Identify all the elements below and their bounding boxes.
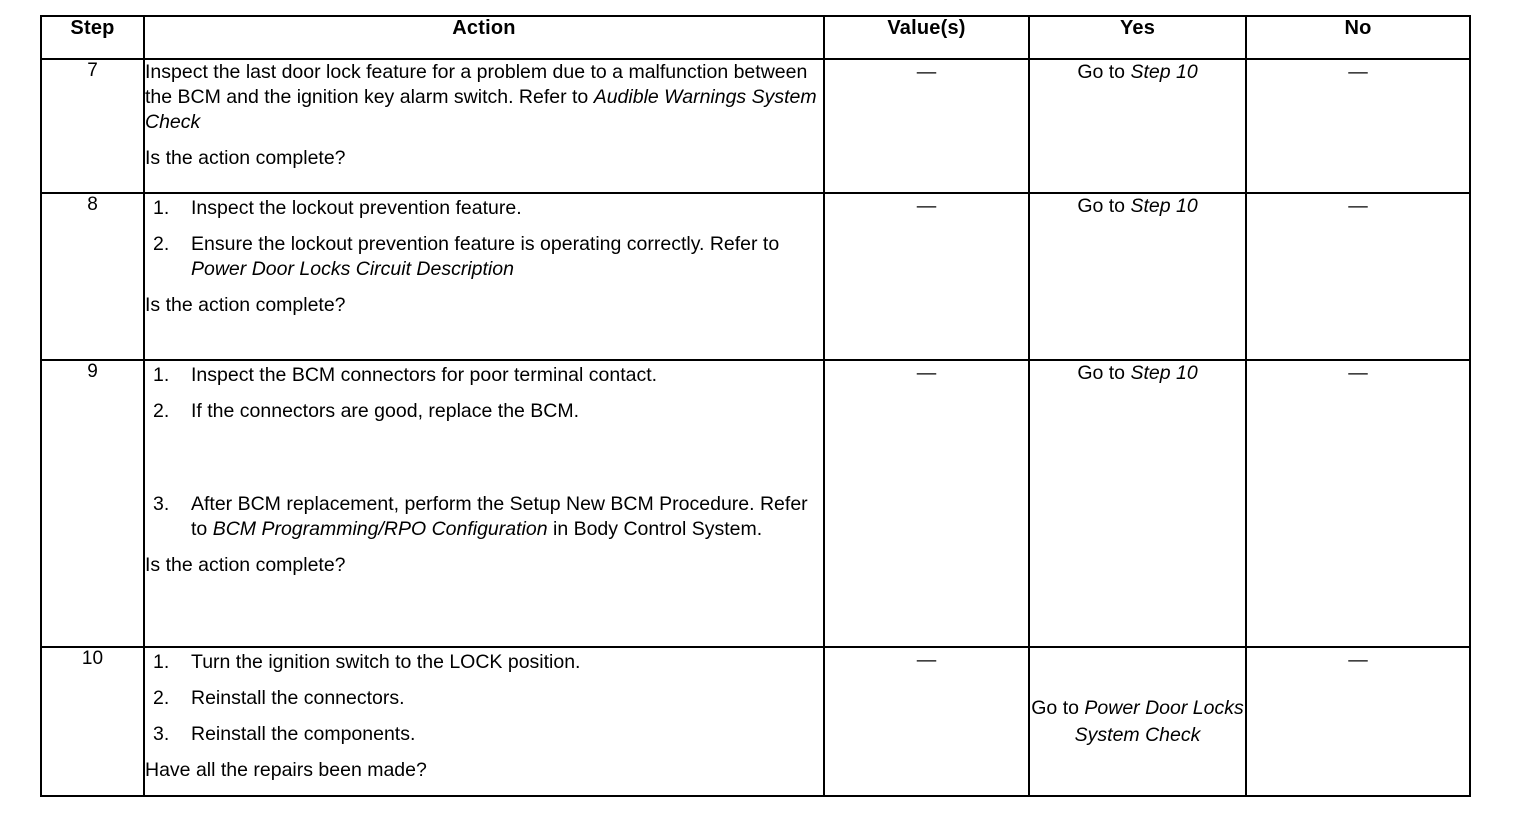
step-number: 7	[40, 58, 145, 194]
column-header-value: Value(s)	[823, 15, 1030, 60]
action-content: 1. Turn the ignition switch to the LOCK p…	[143, 646, 825, 797]
column-header-step: Step	[40, 15, 145, 60]
no-dash: —	[1348, 649, 1368, 671]
value-cell: —	[823, 646, 1030, 797]
step-number: 10	[40, 646, 145, 797]
column-header-action: Action	[143, 15, 825, 60]
no-cell: —	[1245, 58, 1471, 194]
no-cell: —	[1245, 359, 1471, 648]
value-dash: —	[916, 649, 937, 671]
action-item: 2. Reinstall the connectors.	[145, 686, 823, 711]
action-item: 1. Inspect the BCM connectors for poor te…	[145, 363, 823, 388]
item-text: Turn the ignition switch to the LOCK pos…	[191, 651, 581, 673]
action-item-list: 1. Inspect the BCM connectors for poor te…	[145, 363, 823, 542]
yes-goto: Go to Step 10	[1030, 60, 1245, 85]
item-text: After BCM replacement, perform the Setup…	[191, 493, 808, 540]
yes-prefix: Go to	[1077, 362, 1131, 384]
action-item: 3. After BCM replacement, perform the Set…	[145, 492, 823, 542]
yes-cell: Go to Power Door Locks System Check	[1028, 646, 1247, 797]
item-text: Reinstall the connectors.	[191, 687, 405, 709]
item-reference: Power Door Locks Circuit Description	[191, 258, 514, 280]
action-item: 2. Ensure the lockout prevention feature …	[145, 232, 823, 282]
yes-cell: Go to Step 10	[1028, 192, 1247, 361]
table-row: 10 1. Turn the ignition switch to the LOC…	[40, 646, 1471, 797]
no-dash: —	[1348, 195, 1368, 217]
action-item: 1. Inspect the lockout prevention feature…	[145, 196, 823, 221]
item-number: 2.	[153, 233, 170, 255]
value-dash: —	[916, 61, 937, 83]
yes-goto: Go to Step 10	[1030, 361, 1245, 386]
value-cell: —	[823, 192, 1030, 361]
item-number: 3.	[153, 723, 170, 745]
item-text: Ensure the lockout prevention feature is…	[191, 233, 780, 255]
yes-cell: Go to Step 10	[1028, 359, 1247, 648]
column-header-no: No	[1245, 15, 1471, 60]
table-row: 9 1. Inspect the BCM connectors for poor …	[40, 359, 1471, 648]
diagnostic-table: Step Action Value(s) Yes No 7 Inspect th…	[40, 15, 1471, 797]
table-header: Step Action Value(s) Yes No	[40, 15, 1471, 60]
action-content: Inspect the last door lock feature for a…	[143, 58, 825, 194]
action-question: Is the action complete?	[145, 147, 346, 169]
item-reference: BCM Programming/RPO Configuration	[212, 518, 548, 540]
item-text: Inspect the BCM connectors for poor term…	[191, 364, 658, 386]
yes-goto: Go to Power Door Locks System Check	[1030, 695, 1245, 749]
table-row: 8 1. Inspect the lockout prevention featu…	[40, 192, 1471, 361]
item-text: Inspect the lockout prevention feature.	[191, 197, 522, 219]
action-item: 1. Turn the ignition switch to the LOCK p…	[145, 650, 823, 675]
item-number: 2.	[153, 400, 170, 422]
item-number: 1.	[153, 651, 170, 673]
item-text-after: in Body Control System.	[547, 518, 763, 540]
action-item-list: 1. Turn the ignition switch to the LOCK p…	[145, 650, 823, 747]
no-cell: —	[1245, 192, 1471, 361]
value-cell: —	[823, 58, 1030, 194]
no-dash: —	[1348, 362, 1368, 384]
action-paragraph: Inspect the last door lock feature for a…	[145, 60, 823, 135]
action-question: Have all the repairs been made?	[145, 759, 427, 781]
yes-prefix: Go to	[1077, 61, 1131, 83]
header-row: Step Action Value(s) Yes No	[40, 15, 1471, 60]
action-text: Inspect the last door lock feature for a…	[145, 61, 808, 108]
table-row: 7 Inspect the last door lock feature for…	[40, 58, 1471, 194]
item-number: 3.	[153, 493, 170, 515]
yes-prefix: Go to	[1031, 696, 1085, 719]
yes-target: Step 10	[1130, 195, 1198, 217]
value-cell: —	[823, 359, 1030, 648]
no-cell: —	[1245, 646, 1471, 797]
action-item: 3. Reinstall the components.	[145, 722, 823, 747]
action-question: Is the action complete?	[145, 294, 346, 316]
action-content: 1. Inspect the BCM connectors for poor te…	[143, 359, 825, 648]
action-content: 1. Inspect the lockout prevention feature…	[143, 192, 825, 361]
item-number: 1.	[153, 364, 170, 386]
item-number: 1.	[153, 197, 170, 219]
item-number: 2.	[153, 687, 170, 709]
item-text: If the connectors are good, replace the …	[191, 400, 580, 422]
step-number: 8	[40, 192, 145, 361]
yes-cell: Go to Step 10	[1028, 58, 1247, 194]
yes-target: Power Door Locks System Check	[1074, 696, 1244, 746]
action-reference: Audible Warnings System Check	[145, 86, 817, 133]
action-item-list: 1. Inspect the lockout prevention feature…	[145, 196, 823, 282]
step-number: 9	[40, 359, 145, 648]
yes-prefix: Go to	[1077, 195, 1131, 217]
no-dash: —	[1348, 61, 1368, 83]
action-question: Is the action complete?	[145, 554, 346, 576]
value-dash: —	[916, 362, 937, 384]
yes-goto: Go to Step 10	[1030, 194, 1245, 219]
yes-target: Step 10	[1130, 61, 1198, 83]
item-text: Reinstall the components.	[191, 723, 416, 745]
column-header-yes: Yes	[1028, 15, 1247, 60]
value-dash: —	[916, 195, 937, 217]
yes-target: Step 10	[1130, 362, 1198, 384]
table-body: 7 Inspect the last door lock feature for…	[40, 58, 1471, 797]
action-item: 2. If the connectors are good, replace th…	[145, 399, 823, 424]
